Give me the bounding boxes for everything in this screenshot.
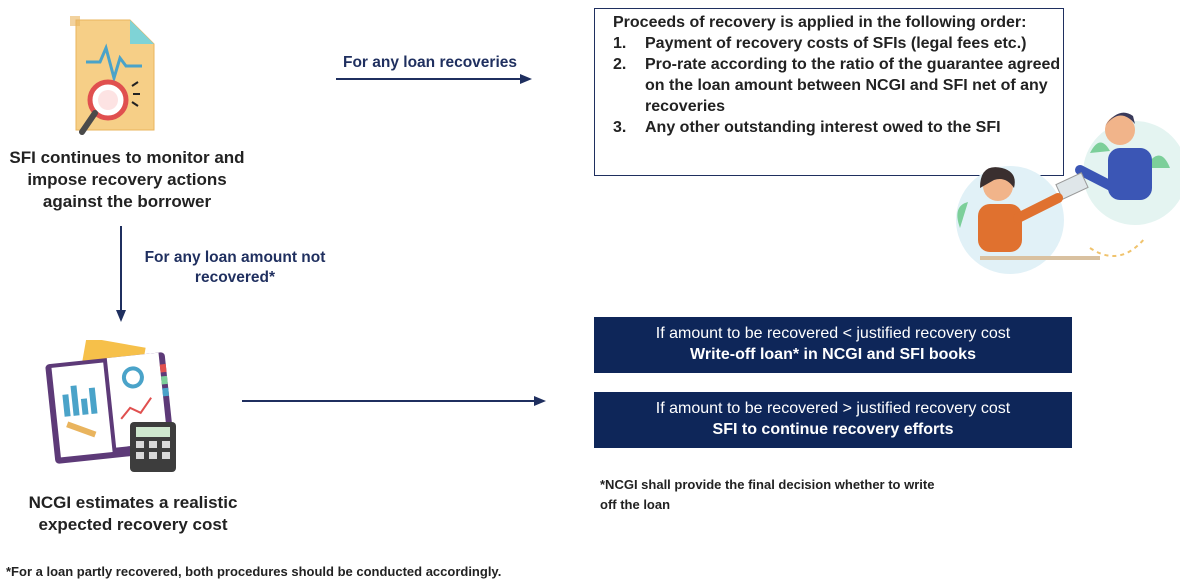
order-list: 1. Payment of recovery costs of SFIs (le… xyxy=(613,33,1063,138)
footnote: *For a loan partly recovered, both proce… xyxy=(6,564,502,579)
decision-continue-action: SFI to continue recovery efforts xyxy=(712,421,954,438)
order-heading: Proceeds of recovery is applied in the f… xyxy=(613,14,1027,31)
decision-continue: If amount to be recovered > justified re… xyxy=(594,392,1072,448)
arrow-top-label: For any loan recoveries xyxy=(342,54,518,71)
notebook-calculator-icon xyxy=(40,337,190,475)
arrow-down-label: For any loan amount not recovered* xyxy=(144,249,326,286)
decision-write-off: If amount to be recovered < justified re… xyxy=(594,317,1072,373)
decision-write-off-condition: If amount to be recovered < justified re… xyxy=(655,325,1011,342)
order-item-2: 2. Pro-rate according to the ratio of th… xyxy=(613,56,1061,115)
step1-text: SFI continues to monitor and impose reco… xyxy=(9,148,245,211)
order-item-1: 1. Payment of recovery costs of SFIs (le… xyxy=(613,35,1027,52)
arrow-to-order-box xyxy=(336,74,532,84)
recovery-order-box: Proceeds of recovery is applied in the f… xyxy=(594,8,1064,176)
decision-continue-condition: If amount to be recovered > justified re… xyxy=(655,400,1011,417)
decision-note: *NCGI shall provide the final decision w… xyxy=(600,477,935,512)
decision-write-off-action: Write-off loan* in NCGI and SFI books xyxy=(690,346,976,363)
step2-text: NCGI estimates a realistic expected reco… xyxy=(28,493,238,534)
order-item-3: 3. Any other outstanding interest owed t… xyxy=(613,119,1001,136)
document-magnifier-icon xyxy=(62,12,162,142)
people-exchanging-money-icon xyxy=(940,108,1183,276)
arrow-down xyxy=(116,226,126,322)
arrow-to-decisions xyxy=(242,396,546,406)
